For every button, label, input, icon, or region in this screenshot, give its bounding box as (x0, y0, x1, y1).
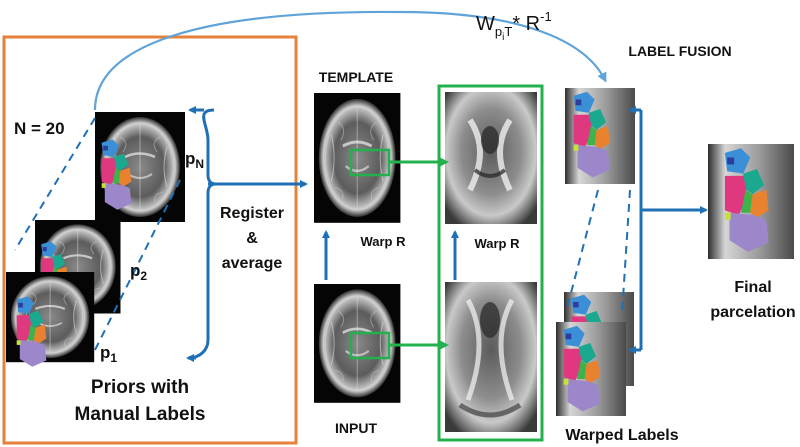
register-label-2: & (246, 230, 258, 247)
register-bracket (187, 108, 216, 360)
final-parcelation-image (708, 144, 794, 259)
p1-label: p1 (100, 343, 117, 365)
arc-arrow (93, 10, 607, 111)
n-count-label: N = 20 (14, 119, 65, 138)
final-label-2: parcelation (710, 304, 795, 321)
prior-image-1 (4, 270, 96, 367)
stack-dash-right (94, 179, 181, 351)
priors-box (2, 35, 298, 445)
warp-dash-left (565, 189, 599, 313)
priors-label-1: Priors with (91, 377, 189, 398)
template-image (312, 91, 402, 225)
final-label-1: Final (734, 279, 771, 296)
zoom-input-image (445, 282, 537, 432)
input-image (312, 282, 402, 405)
warped-labels-title: Warped Labels (565, 427, 678, 444)
warp-dash-right (621, 189, 631, 315)
pn-label: pN (185, 149, 204, 171)
p2-label: p2 (130, 261, 147, 283)
zoom-box (437, 84, 544, 442)
input-title: INPUT (335, 420, 377, 436)
warped-label-top (565, 88, 635, 184)
stack-dash-left (14, 117, 96, 251)
register-label-3: average (222, 255, 283, 272)
priors-label-2: Manual Labels (75, 404, 206, 425)
zoom-template-image (445, 92, 537, 224)
warp-label-left: Warp R (360, 234, 406, 249)
template-title: TEMPLATE (319, 69, 393, 85)
warp-label-right: Warp R (474, 236, 520, 251)
label-fusion-title: LABEL FUSION (628, 43, 731, 59)
warped-label-stack (556, 292, 634, 416)
register-label-1: Register (220, 205, 284, 222)
formula-label: WpiT* R-1 (476, 9, 552, 43)
prior-image-n (93, 110, 187, 224)
